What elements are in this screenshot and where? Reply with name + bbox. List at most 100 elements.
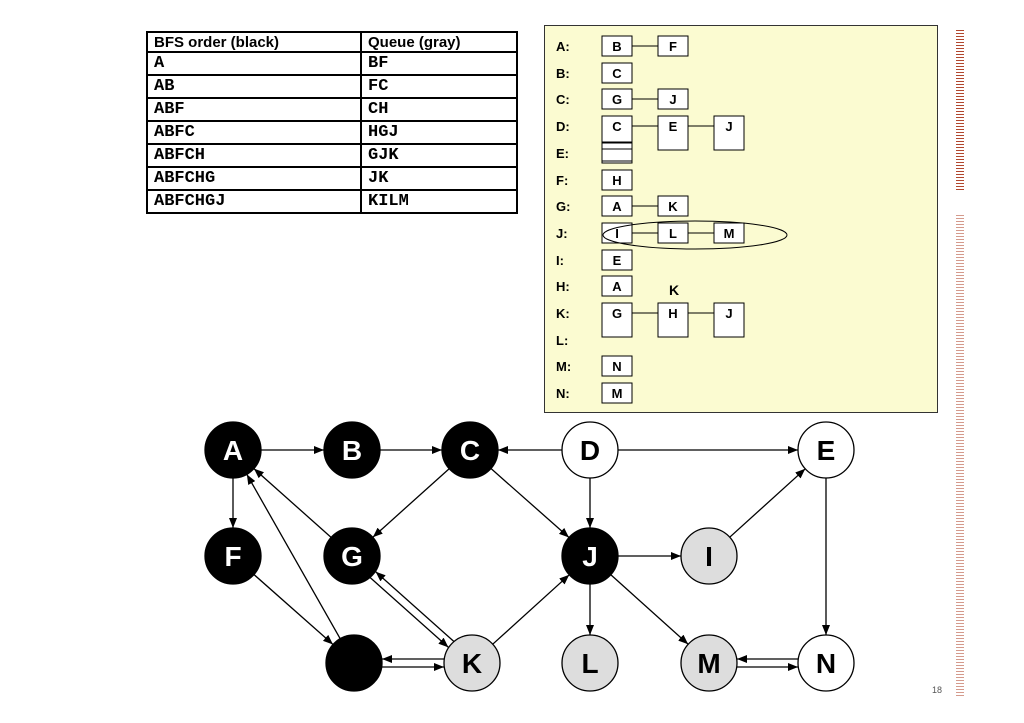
queue-cell: FC — [360, 74, 518, 99]
bfs-order-cell: ABFCHGJ — [146, 189, 362, 214]
table-row: ABFCH GJK — [146, 143, 518, 168]
adjacency-row-label: D: — [556, 119, 570, 134]
graph-node-h — [325, 634, 383, 692]
graph-edge-i-e — [729, 468, 806, 538]
queue-cell: HGJ — [360, 120, 518, 145]
adjacency-node-box — [601, 302, 633, 338]
bfs-order-cell: A — [146, 51, 362, 76]
adjacency-node-box — [601, 148, 633, 162]
graph-edge-j-m — [610, 574, 689, 645]
adjacency-node-box — [601, 115, 633, 143]
adjacency-row-label: G: — [556, 199, 570, 214]
adjacency-row-label: A: — [556, 39, 570, 54]
table-row: ABF CH — [146, 97, 518, 122]
adjacency-row-label: J: — [556, 226, 568, 241]
graph-node-circle — [797, 634, 855, 692]
graph-node-circle — [441, 421, 499, 479]
column-header-bfs-order: BFS order (black) — [146, 31, 362, 53]
graph-node-circle — [680, 634, 738, 692]
adjacency-row-label: K: — [556, 306, 570, 321]
graph-node-g: G — [323, 527, 381, 585]
graph-node-label: C — [460, 435, 480, 466]
graph-edge-c-g — [372, 468, 450, 538]
graph-node-i: I — [680, 527, 738, 585]
graph-node-a: A — [204, 421, 262, 479]
queue-cell: BF — [360, 51, 518, 76]
table-row: ABFCHG JK — [146, 166, 518, 191]
adjacency-node-label: A — [612, 279, 622, 294]
table-row: ABFCHGJ KILM — [146, 189, 518, 214]
adjacency-node-box — [657, 88, 689, 110]
highlight-ellipse — [602, 220, 788, 250]
graph-edge-f-h — [253, 574, 334, 645]
adjacency-node-label: E — [669, 119, 678, 134]
graph-node-label: A — [223, 435, 243, 466]
adjacency-row-label: M: — [556, 359, 571, 374]
adjacency-node-box — [713, 222, 745, 244]
graph-node-label: J — [582, 541, 598, 572]
graph-node-circle — [325, 634, 383, 692]
adjacency-node-label: C — [612, 119, 622, 134]
adjacency-node-label: A — [612, 199, 622, 214]
graph-node-l: L — [561, 634, 619, 692]
graph-node-circle — [680, 527, 738, 585]
table-row: A BF — [146, 51, 518, 76]
adjacency-node-box — [601, 249, 633, 271]
adjacency-node-box — [601, 62, 633, 84]
graph-node-label: G — [341, 541, 363, 572]
adjacency-node-label: M — [612, 386, 623, 401]
adjacency-node-label: N — [612, 359, 621, 374]
adjacency-row-label: I: — [556, 253, 564, 268]
adjacency-row-label: H: — [556, 279, 570, 294]
adjacency-node-label: E — [613, 253, 622, 268]
graph-node-n: N — [797, 634, 855, 692]
adjacency-node-box — [657, 302, 689, 338]
adjacency-node-box — [657, 115, 689, 151]
graph-node-label: N — [816, 648, 836, 679]
adjacency-node-label: C — [612, 66, 622, 81]
adjacency-row-label: C: — [556, 92, 570, 107]
adjacency-node-label: L — [669, 226, 677, 241]
page-number: 18 — [932, 685, 943, 695]
graph-node-j: J — [561, 527, 619, 585]
graph-node-circle — [797, 421, 855, 479]
adjacency-node-label: J — [669, 92, 676, 107]
adjacency-row-label: L: — [556, 333, 568, 348]
graph-node-circle — [561, 527, 619, 585]
queue-cell: KILM — [360, 189, 518, 214]
graph-node-k: K — [443, 634, 501, 692]
graph-node-label: F — [224, 541, 241, 572]
graph-node-label: I — [705, 541, 713, 572]
graph-edge-k-g — [375, 571, 455, 642]
adjacency-row-label: E: — [556, 146, 569, 161]
bfs-order-cell: AB — [146, 74, 362, 99]
adjacency-node-box — [657, 195, 689, 217]
adjacency-node-label: B — [612, 39, 621, 54]
graph-node-label: M — [697, 648, 720, 679]
graph-nodes: A B C D E F G J I K L M N — [204, 421, 855, 692]
graph-node-d: D — [561, 421, 619, 479]
graph-node-label: E — [817, 435, 836, 466]
adjacency-list-panel: A:BFB:CC:GJD:CEJE:NF:HG:AKJ:ILMI:EH:AKK:… — [544, 25, 938, 413]
adjacency-node-box — [601, 275, 633, 297]
queue-cell: JK — [360, 166, 518, 191]
decorative-strip — [956, 30, 964, 192]
graph-node-label: K — [462, 648, 482, 679]
graph-node-m: M — [680, 634, 738, 692]
graph-edge-k-j — [492, 574, 570, 645]
queue-cell: GJK — [360, 143, 518, 168]
graph-edges — [229, 446, 830, 671]
graph-node-circle — [443, 634, 501, 692]
graph-node-b: B — [323, 421, 381, 479]
bfs-order-cell: ABFCH — [146, 143, 362, 168]
graph-node-circle — [323, 421, 381, 479]
graph-node-label: D — [580, 435, 600, 466]
graph-node-circle — [204, 527, 262, 585]
graph-edge-c-j — [490, 468, 570, 538]
adjacency-node-label: I — [615, 226, 619, 241]
adjacency-node-label: M — [724, 226, 735, 241]
graph-node-circle — [561, 421, 619, 479]
bfs-order-cell: ABF — [146, 97, 362, 122]
table-row: ABFC HGJ — [146, 120, 518, 145]
graph-node-circle — [561, 634, 619, 692]
